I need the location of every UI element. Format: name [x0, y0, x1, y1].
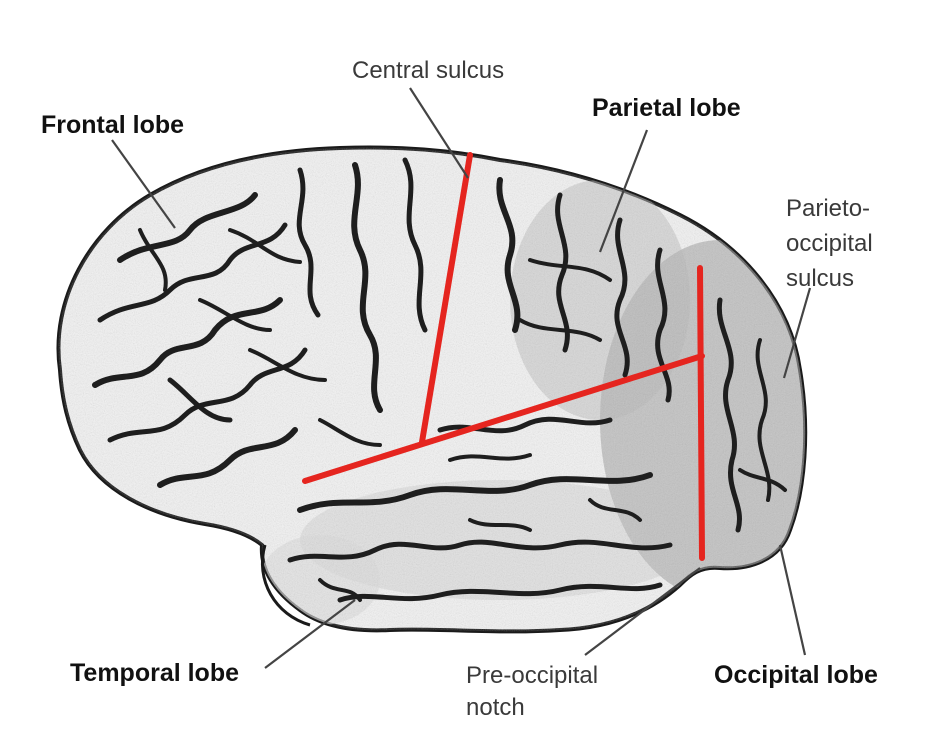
lateral-boundary-line	[302, 353, 705, 484]
leader-parieto-occipital-sulcus	[782, 287, 812, 379]
leader-occipital-lobe	[778, 544, 807, 656]
label-parieto-occipital-line-2: occipital	[786, 229, 873, 257]
leader-frontal-lobe	[111, 139, 176, 229]
parieto-occipital-line	[697, 265, 705, 561]
leader-central-sulcus	[409, 87, 469, 179]
gyri-pattern	[92, 157, 787, 603]
leader-parietal-lobe	[598, 129, 649, 253]
temporal-lobe-contour	[260, 544, 311, 627]
label-parietal-lobe: Parietal lobe	[592, 94, 741, 122]
label-pre-occipital-notch: Pre-occipital notch	[466, 660, 598, 725]
label-frontal-lobe: Frontal lobe	[41, 111, 185, 139]
label-parieto-occipital-sulcus: Parieto- occipital sulcus	[786, 192, 873, 296]
lobe-boundaries	[302, 152, 705, 561]
leader-pre-occipital-notch	[584, 567, 701, 656]
label-temporal-lobe: Temporal lobe	[70, 659, 240, 687]
leader-lines	[111, 87, 812, 669]
label-central-sulcus: Central sulcus	[352, 57, 505, 84]
leader-temporal-lobe	[264, 599, 356, 669]
label-parieto-occipital-line-1: Parieto-	[786, 195, 871, 222]
label-occipital-lobe: Occipital lobe	[714, 661, 878, 689]
label-pre-occipital-line-1: Pre-occipital	[466, 662, 599, 689]
central-sulcus-line	[419, 152, 473, 445]
label-pre-occipital-line-2: notch	[466, 694, 525, 722]
label-parieto-occipital-line-3: sulcus	[786, 264, 855, 292]
